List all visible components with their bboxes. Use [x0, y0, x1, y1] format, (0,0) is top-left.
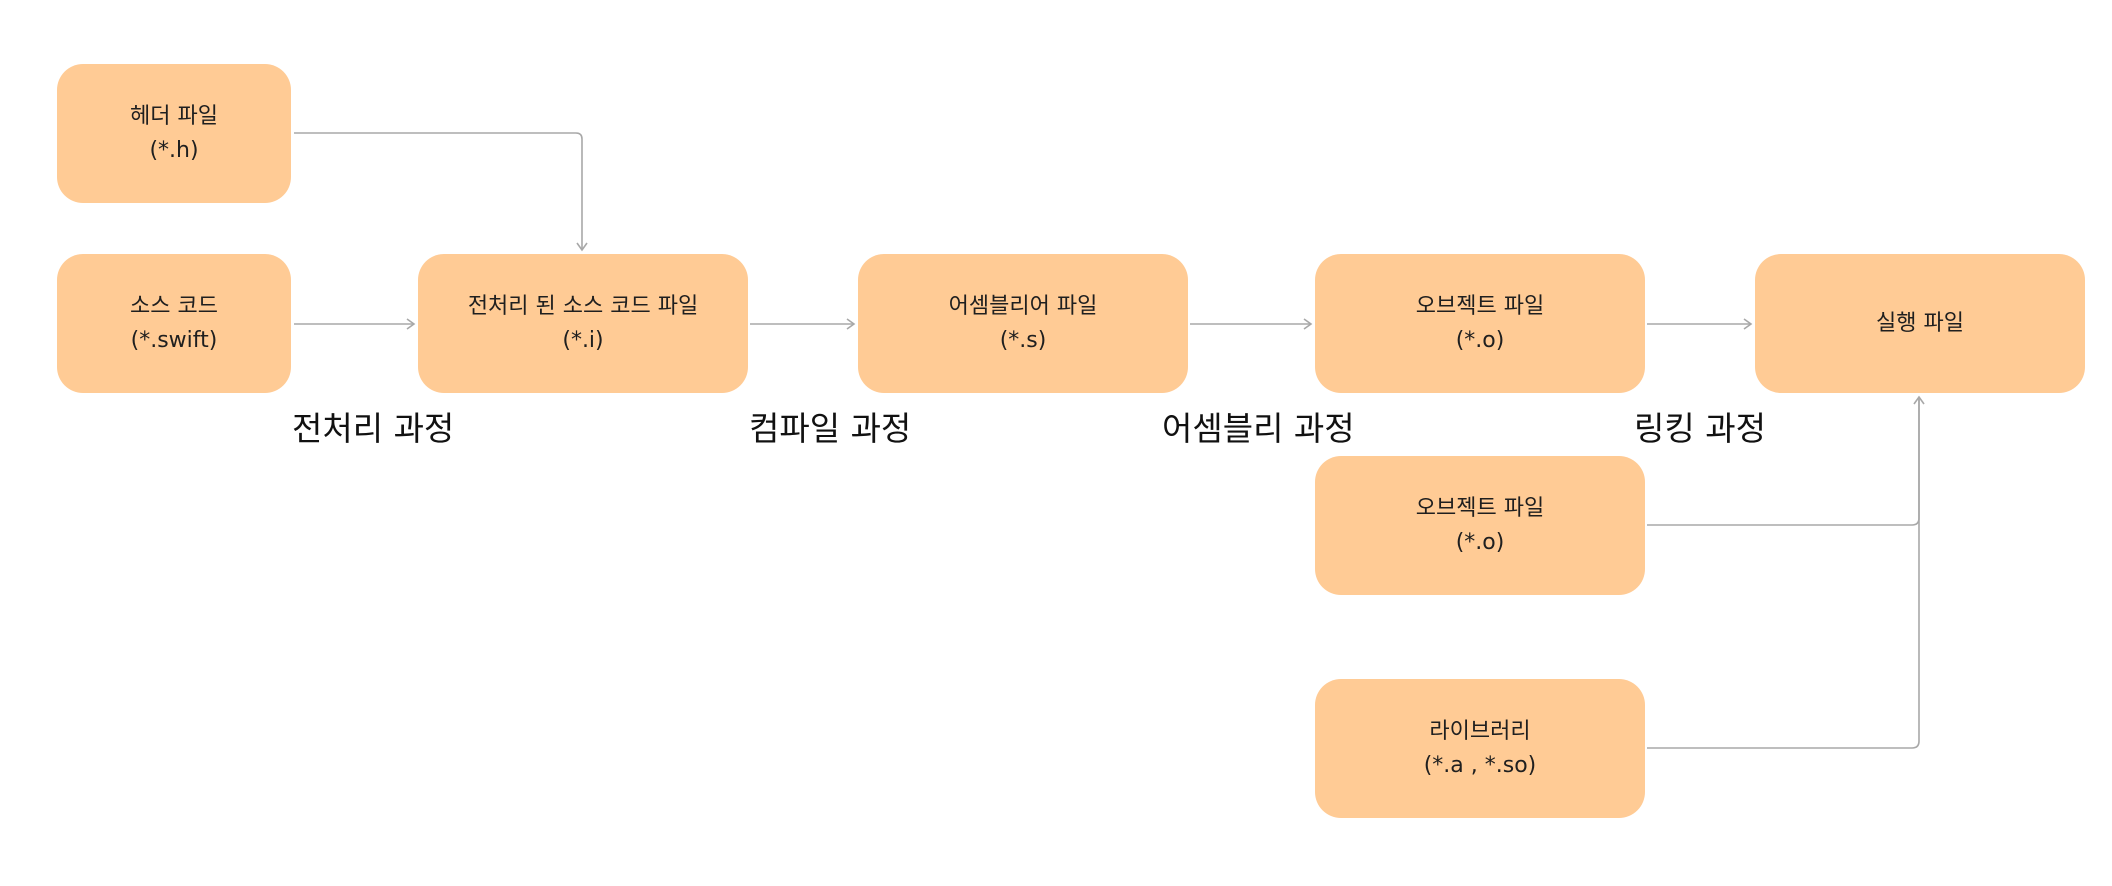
- object-file-extension: (*.o): [1455, 327, 1505, 353]
- header-file-extension: (*.h): [149, 137, 199, 163]
- arrowhead-assembly-to-object: [1303, 318, 1313, 330]
- source-code-label: 소스 코드: [130, 293, 218, 319]
- object-file-2-label: 오브젝트 파일: [1415, 495, 1545, 521]
- arrowhead-header-to-preprocessed: [576, 242, 588, 252]
- preprocessed-source-extension: (*.i): [562, 327, 604, 353]
- arrowhead-source-to-preprocessed: [406, 318, 416, 330]
- object-file-node-2: 오브젝트 파일 (*.o): [1315, 456, 1645, 595]
- arrowhead-preprocessed-to-assembly: [846, 318, 856, 330]
- library-extension: (*.a , *.so): [1423, 752, 1537, 778]
- object-file-node: 오브젝트 파일 (*.o): [1315, 254, 1645, 393]
- source-code-extension: (*.swift): [130, 327, 218, 353]
- stage-label-assemble: 어셈블리 과정: [1162, 409, 1355, 448]
- edge-header-to-preprocessed: [294, 132, 583, 249]
- executable-file-node: 실행 파일: [1755, 254, 2085, 393]
- stage-label-preprocess: 전처리 과정: [292, 409, 455, 448]
- assembly-file-extension: (*.s): [999, 327, 1047, 353]
- header-file-node: 헤더 파일 (*.h): [57, 64, 291, 203]
- source-code-node: 소스 코드 (*.swift): [57, 254, 291, 393]
- stage-label-compile: 컴파일 과정: [749, 409, 912, 448]
- object-file-label: 오브젝트 파일: [1415, 293, 1545, 319]
- assembly-file-label: 어셈블리어 파일: [948, 293, 1098, 319]
- executable-file-label: 실행 파일: [1876, 310, 1964, 336]
- preprocessed-source-label: 전처리 된 소스 코드 파일: [467, 293, 699, 319]
- header-file-label: 헤더 파일: [130, 103, 218, 129]
- library-label: 라이브러리: [1429, 718, 1531, 744]
- object-file-2-extension: (*.o): [1455, 529, 1505, 555]
- stage-label-link: 링킹 과정: [1634, 409, 1766, 448]
- edge-library-to-executable: [1647, 398, 1920, 749]
- assembly-file-node: 어셈블리어 파일 (*.s): [858, 254, 1188, 393]
- arrowhead-object-to-executable: [1743, 318, 1753, 330]
- library-node: 라이브러리 (*.a , *.so): [1315, 679, 1645, 818]
- preprocessed-source-node: 전처리 된 소스 코드 파일 (*.i): [418, 254, 748, 393]
- arrowhead-into-executable: [1913, 395, 1925, 405]
